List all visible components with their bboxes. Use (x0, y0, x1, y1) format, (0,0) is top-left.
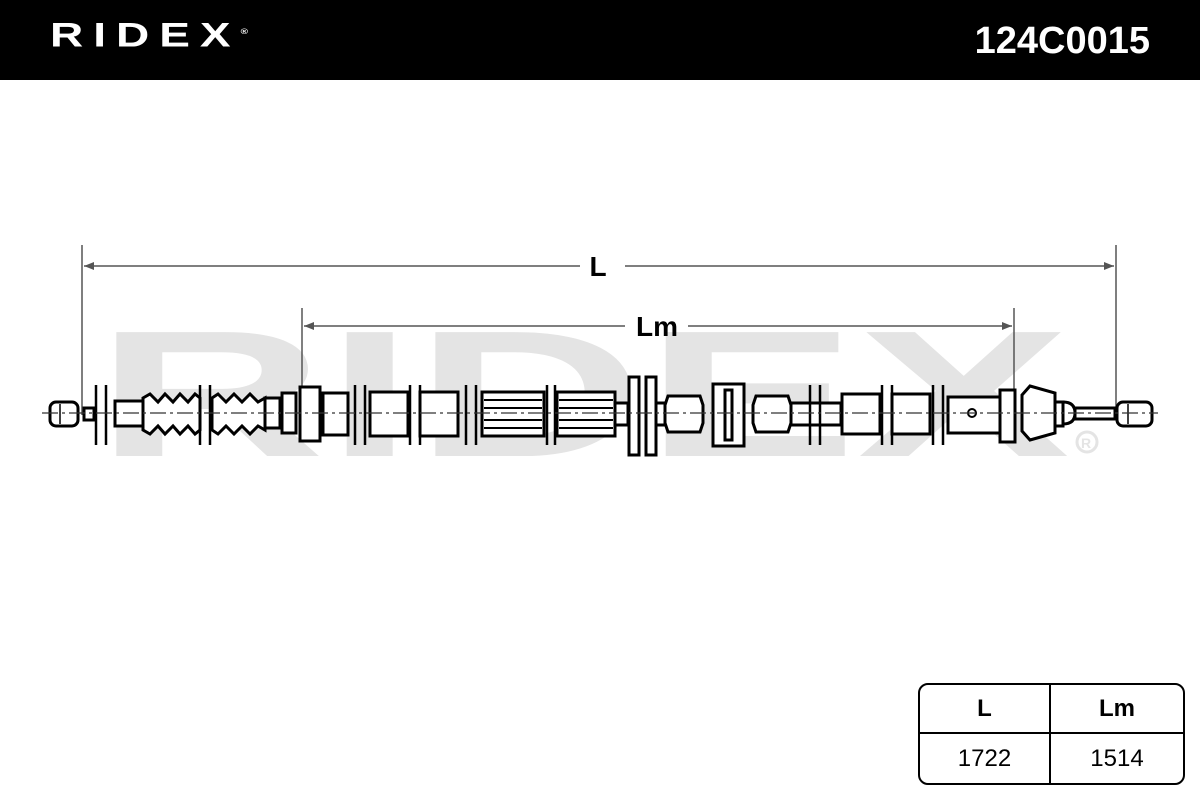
table-value-L: 1722 (920, 734, 1051, 783)
header-bar: RIDEX® 124C0015 (0, 0, 1200, 80)
part-number: 124C0015 (974, 20, 1150, 62)
table-header-L: L (920, 685, 1051, 734)
svg-text:R: R (1081, 435, 1091, 451)
dimension-lines (81, 245, 1117, 415)
dimensions-table: L Lm 1722 1514 (918, 683, 1185, 785)
table-header-Lm: Lm (1051, 685, 1183, 734)
break-lines (94, 385, 945, 445)
dimension-label-L: L (589, 251, 606, 282)
brand-logo: RIDEX® (50, 14, 248, 54)
cable-assembly (48, 375, 1154, 457)
dimension-label-Lm: Lm (636, 311, 678, 342)
table-value-Lm: 1514 (1090, 744, 1144, 772)
